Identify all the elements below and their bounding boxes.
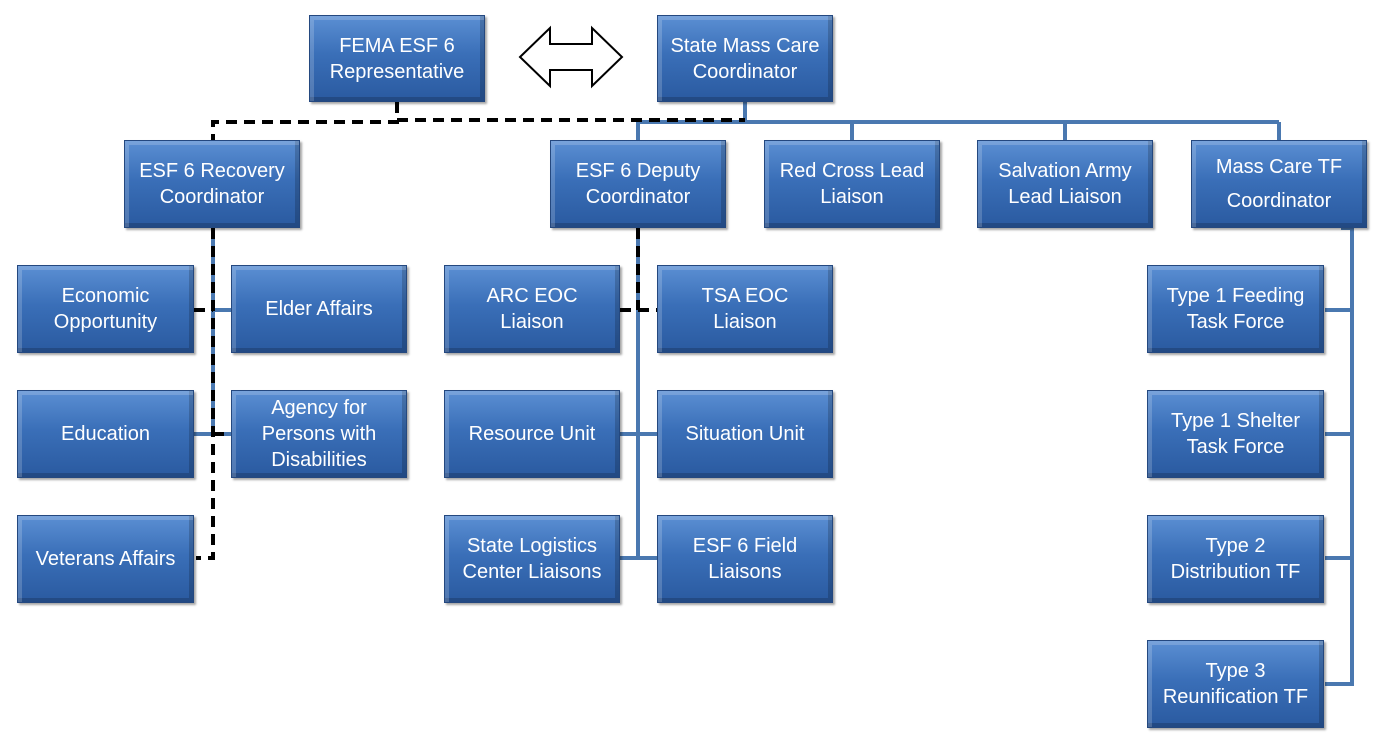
node-elder-affairs: Elder Affairs: [231, 265, 407, 353]
node-esf6-deputy-coordinator: ESF 6 Deputy Coordinator: [550, 140, 726, 228]
node-veterans-affairs: Veterans Affairs: [17, 515, 194, 603]
node-type1-feeding-task-force: Type 1 Feeding Task Force: [1147, 265, 1324, 353]
node-esf6-field-liaisons: ESF 6 Field Liaisons: [657, 515, 833, 603]
node-education: Education: [17, 390, 194, 478]
node-fema-representative: FEMA ESF 6 Representative: [309, 15, 485, 102]
node-state-mass-care-coordinator: State Mass Care Coordinator: [657, 15, 833, 102]
node-esf6-recovery-coordinator: ESF 6 Recovery Coordinator: [124, 140, 300, 228]
node-arc-eoc-liaison: ARC EOC Liaison: [444, 265, 620, 353]
node-economic-opportunity: Economic Opportunity: [17, 265, 194, 353]
node-resource-unit: Resource Unit: [444, 390, 620, 478]
node-red-cross-lead-liaison: Red Cross Lead Liaison: [764, 140, 940, 228]
double-arrow-icon: [518, 25, 624, 89]
node-type3-reunification-tf: Type 3 Reunification TF: [1147, 640, 1324, 728]
node-type1-shelter-task-force: Type 1 Shelter Task Force: [1147, 390, 1324, 478]
node-salvation-army-lead-liaison: Salvation Army Lead Liaison: [977, 140, 1153, 228]
node-agency-persons-disabilities: Agency for Persons with Disabilities: [231, 390, 407, 478]
node-mass-care-tf-coordinator: Mass Care TF Coordinator: [1191, 140, 1367, 228]
node-situation-unit: Situation Unit: [657, 390, 833, 478]
dashed-recovery-trunk: [196, 228, 215, 560]
dashed-fema-recovery: [211, 102, 399, 140]
node-type2-distribution-tf: Type 2 Distribution TF: [1147, 515, 1324, 603]
node-tsa-eoc-liaison: TSA EOC Liaison: [657, 265, 833, 353]
node-state-logistics-center-liaisons: State Logistics Center Liaisons: [444, 515, 620, 603]
connector-masscare-trunk: [1325, 226, 1354, 686]
